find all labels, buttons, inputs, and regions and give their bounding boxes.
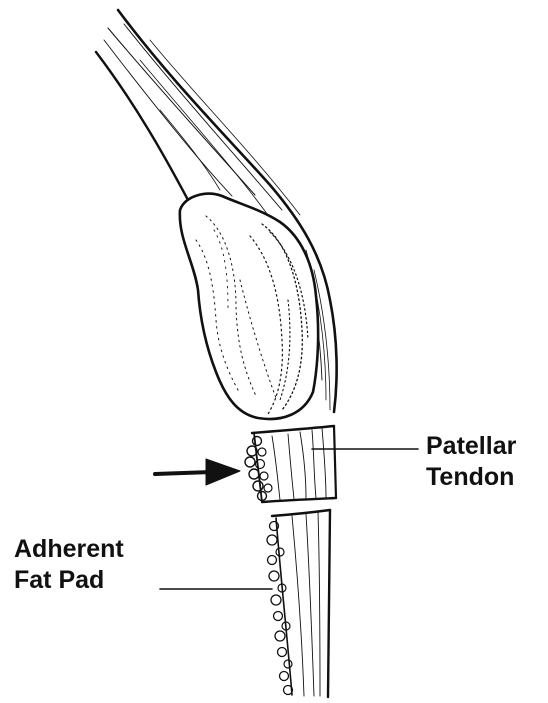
patellar-tendon-label-line-2: Tendon [426,462,516,493]
patellar-tendon-label-line-1: Patellar [426,431,516,462]
rupture-arrow-icon [155,459,240,485]
upper-tendon-stump [245,426,336,502]
adherent-fat-pad-label-line-1: Adherent [14,534,124,565]
adherent-fat-pad-label: Adherent Fat Pad [14,534,124,596]
adherent-fat-pad-label-line-2: Fat Pad [14,565,124,596]
lower-tendon-stump [267,510,330,697]
patellar-tendon-label: Patellar Tendon [426,431,516,493]
patella [180,194,318,419]
